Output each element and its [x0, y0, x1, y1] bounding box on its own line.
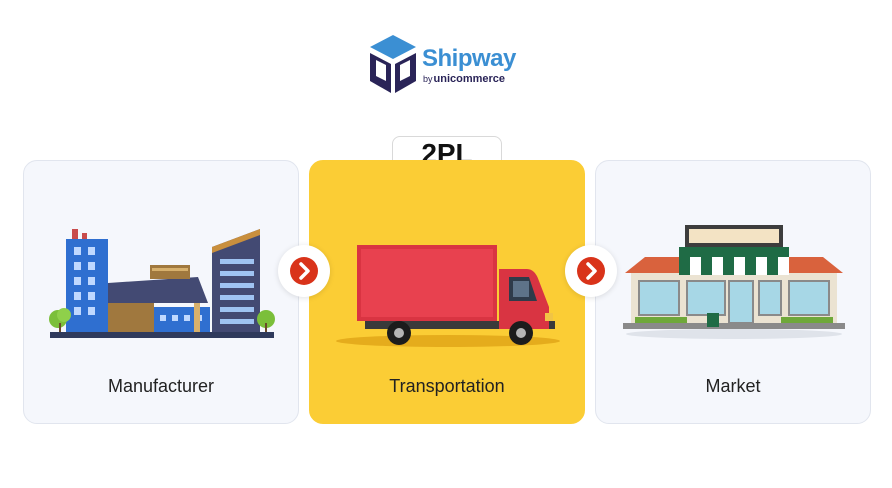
factory-icon	[49, 229, 275, 338]
logo-by-brand: unicommerce	[433, 73, 506, 85]
shipway-logo: Shipway byunicommerce	[366, 33, 536, 97]
manufacturer-card: Manufacturer	[23, 160, 299, 424]
logo-wordmark: Shipway	[422, 45, 516, 72]
store-icon	[623, 225, 845, 339]
stage-label: Market	[705, 376, 761, 396]
connector-arrow	[565, 245, 617, 297]
connector-arrow	[278, 245, 330, 297]
market-card: Market	[595, 160, 871, 424]
shipway-box-icon	[370, 35, 416, 93]
logo-by-prefix: by	[423, 74, 433, 84]
truck-icon	[336, 245, 560, 347]
transportation-card: Transportation	[309, 160, 585, 424]
stage-label: Transportation	[389, 376, 505, 396]
chevron-right-icon	[577, 257, 605, 285]
stage-label: Manufacturer	[107, 376, 215, 396]
logo-byline: byunicommerce	[423, 73, 505, 85]
chevron-right-icon	[290, 257, 318, 285]
